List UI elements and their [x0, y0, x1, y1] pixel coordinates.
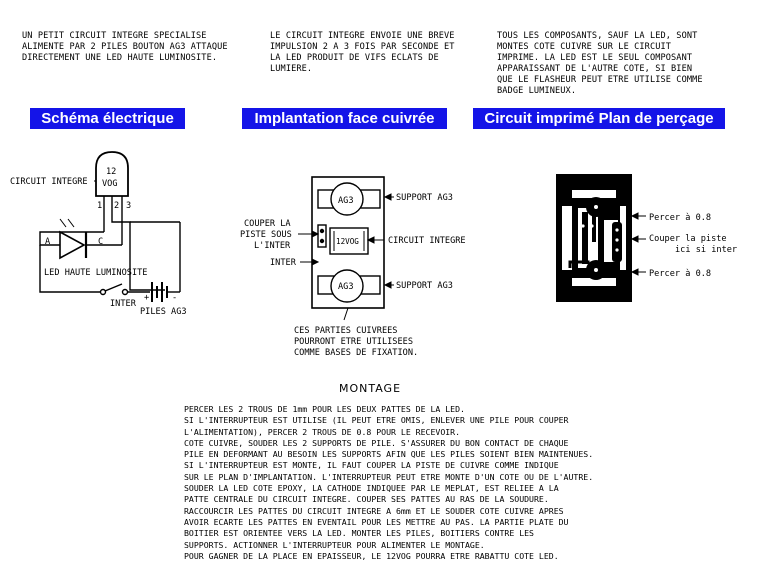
implant-parties-2: POURRONT ETRE UTILISEES: [294, 337, 413, 347]
pcb-percer-bottom: Percer à 0.8: [649, 269, 711, 279]
implant-ic-label: 12VOG: [336, 237, 359, 246]
schematic-battery-label: PILES AG3: [140, 307, 187, 317]
montage-line: PERCER LES 2 TROUS DE 1mm POUR LES DEUX …: [184, 404, 465, 414]
schematic-cathode: C: [98, 237, 103, 247]
pcb-couper-2: ici si inter: [675, 245, 737, 255]
pcb-drawing: [556, 174, 632, 302]
implantation-board: [311, 176, 385, 309]
header-circuit: Circuit imprimé Plan de perçage: [473, 108, 725, 129]
implant-couper-2: PISTE SOUS: [240, 230, 292, 240]
montage-line: BOITIER EST ORIENTEE VERS LA LED. MONTER…: [184, 528, 534, 539]
implant-switch: [317, 224, 327, 248]
implant-support-bottom: SUPPORT AG3: [396, 281, 453, 291]
led-diode-symbol: [59, 230, 86, 260]
schematic-plus: +: [144, 293, 149, 303]
battery-top-symbol: [330, 182, 364, 216]
schematic-pin2: 2: [114, 201, 119, 211]
schematic-pin3: 3: [126, 201, 131, 211]
battery-symbol: [151, 282, 168, 302]
montage-line: SUR LE PLAN D'IMPLANTATION. L'INTERRUPTE…: [184, 471, 594, 482]
montage-title: MONTAGE: [338, 382, 402, 395]
schematic-anode: A: [45, 237, 51, 247]
implant-parties-3: COMME BASES DE FIXATION.: [294, 348, 418, 358]
montage-line: L'ALIMENTATION), PERCER 2 TROUS DE 0.8 P…: [184, 426, 461, 437]
montage-line: SOUDER LA LED COTE EPOXY, LA CATHODE IND…: [184, 483, 559, 494]
intro-text-1: UN PETIT CIRCUIT INTEGRE SPECIALISE ALIM…: [22, 31, 228, 63]
implant-inter: INTER: [270, 258, 297, 268]
header-schema: Schéma électrique: [30, 108, 185, 129]
montage-line: COTE CUIVRE, SOUDER LES 2 SUPPORTS DE PI…: [184, 437, 569, 448]
intro-text-2: LE CIRCUIT INTEGRE ENVOIE UNE BREVE IMPU…: [270, 31, 455, 74]
switch-symbol: [99, 288, 107, 296]
schematic-minus: -: [172, 293, 177, 303]
schematic: [39, 151, 181, 302]
montage-line: PILE EN DEFORMANT AU BESOIN LES SUPPORTS…: [184, 449, 594, 460]
intro-text-3: TOUS LES COMPOSANTS, SAUF LA LED, SONT M…: [497, 31, 703, 96]
montage-text: PERCER LES 2 TROUS DE 1mm POUR LES DEUX …: [184, 404, 644, 562]
implant-ag3-top: AG3: [338, 196, 354, 206]
pcb-percer-top: Percer à 0.8: [649, 213, 711, 223]
implant-support-top: SUPPORT AG3: [396, 193, 453, 203]
ic-symbol: [95, 151, 129, 197]
schematic-ic-line2: VOG: [102, 179, 118, 189]
implant-circuit-integre: CIRCUIT INTEGRE: [388, 236, 466, 246]
montage-line: SI L'INTERRUPTEUR EST UTILISE (IL PEUT E…: [184, 415, 569, 426]
montage-line: RACCOURCIR LES PATTES DU CIRCUIT INTEGRE…: [184, 505, 564, 516]
schematic-led-label: LED HAUTE LUMINOSITE: [44, 268, 147, 278]
pcb-couper-1: Couper la piste: [649, 234, 727, 244]
montage-line: SUPPORTS. ACTIONNER L'INTERRUPTEUR POUR …: [184, 539, 485, 550]
implant-couper-3: L'INTER: [254, 241, 291, 251]
montage-line: POUR GAGNER DE LA PLACE EN EPAISSEUR, LE…: [184, 550, 559, 561]
implant-ic: [329, 227, 369, 255]
montage-line: AVOIR ECARTE LES PATTES EN EVENTAIL POUR…: [184, 516, 569, 527]
header-implantation: Implantation face cuivrée: [242, 108, 447, 129]
schematic-ic-line1: 12: [106, 167, 116, 177]
montage-line: PATTE CENTRALE DU CIRCUIT INTEGRE. COUPE…: [184, 494, 549, 505]
battery-bottom-symbol: [330, 269, 364, 303]
implant-ag3-bottom: AG3: [338, 282, 354, 292]
implant-parties-1: CES PARTIES CUIVREES: [294, 326, 397, 336]
schematic-pin1: 1: [97, 201, 102, 211]
montage-line: SI L'INTERRUPTEUR EST MONTE, IL FAUT COU…: [184, 460, 559, 471]
schematic-switch-label: INTER: [110, 299, 137, 309]
implant-couper-1: COUPER LA: [244, 219, 291, 229]
schematic-ic-label: CIRCUIT INTEGRE: [10, 177, 88, 187]
